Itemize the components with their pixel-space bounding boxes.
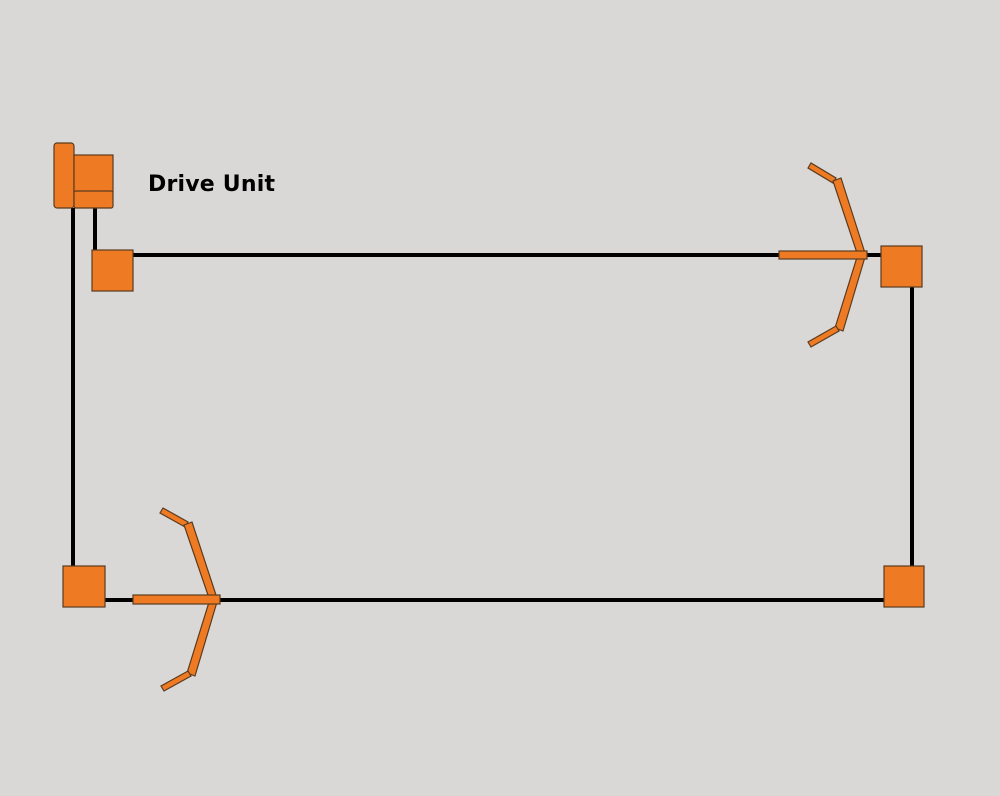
drive-unit	[53, 142, 114, 209]
pulley-bottom-left	[62, 565, 106, 608]
arrow-top-right-icon	[778, 162, 868, 348]
pulley-bottom-right	[883, 565, 925, 608]
drive-unit-label: Drive Unit	[148, 172, 276, 197]
drive-unit-gearbox	[73, 154, 114, 193]
pulley-top-left	[91, 249, 134, 292]
belt-lines	[71, 208, 914, 602]
arrow-bottom-left-icon	[132, 507, 221, 692]
drive-unit-motor	[53, 142, 75, 209]
drive-unit-base	[73, 190, 114, 209]
pulley-top-right	[880, 245, 923, 288]
